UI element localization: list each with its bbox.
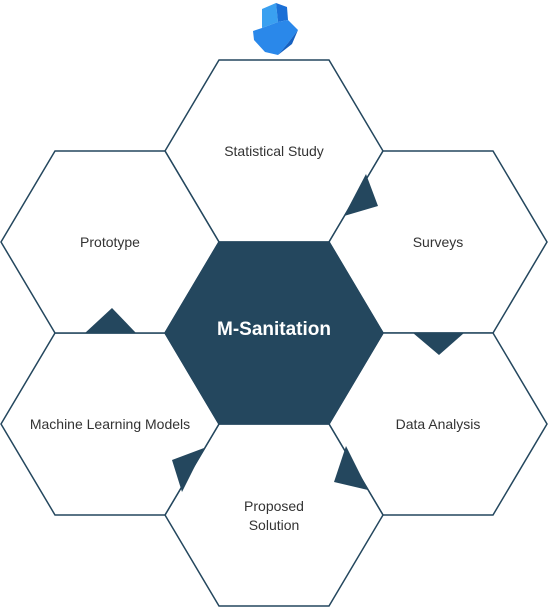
arrow-surveys-to-data-analysis <box>413 333 464 355</box>
blue-arrow-down-icon <box>253 3 298 55</box>
node-label-proposed-solution-line-2: Solution <box>249 517 300 533</box>
arrow-proposed-to-machine-learning <box>172 448 204 492</box>
center-hex-shape <box>164 241 384 425</box>
node-label-surveys: Surveys <box>413 234 464 250</box>
hex-prototype[interactable]: Prototype <box>0 150 220 334</box>
node-label-proposed-solution-line-1: Proposed <box>244 498 304 514</box>
hex-surveys[interactable]: Surveys <box>328 150 548 334</box>
node-label-statistical-study: Statistical Study <box>224 143 324 159</box>
node-label-prototype: Prototype <box>80 234 140 250</box>
node-label-data-analysis: Data Analysis <box>396 416 481 432</box>
arrow-data-analysis-to-proposed <box>334 446 368 490</box>
center-label: M-Sanitation <box>217 319 331 340</box>
arrow-statistical-to-surveys <box>344 174 378 216</box>
arrow-machine-learning-to-prototype <box>85 308 136 333</box>
hex-center-m-sanitation[interactable]: M-Sanitation <box>164 241 384 425</box>
hex-machine-learning-models[interactable]: Machine Learning Models <box>0 332 220 516</box>
node-label-machine-learning-models: Machine Learning Models <box>30 416 190 432</box>
